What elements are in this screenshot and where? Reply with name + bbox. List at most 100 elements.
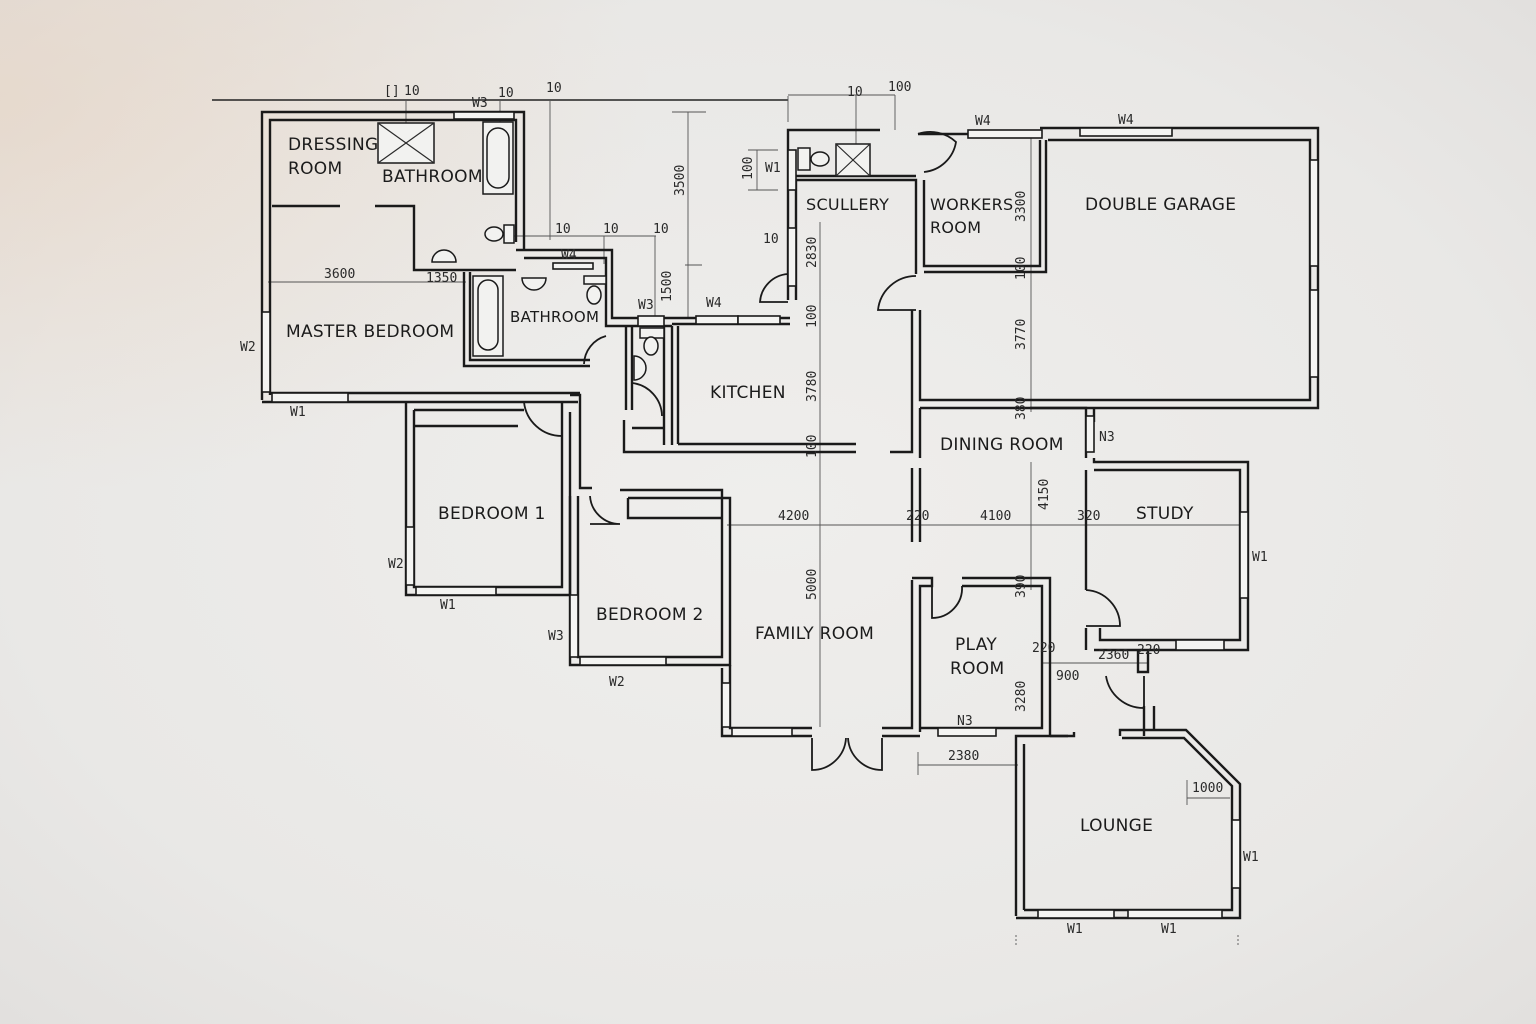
door-corridor: [876, 275, 917, 311]
dim-label: 10: [546, 81, 562, 96]
window-dining-side: [1085, 415, 1095, 453]
window-label: W1: [1243, 850, 1259, 865]
room-label-dressing-room: DRESSING: [288, 135, 379, 155]
room-label-lounge: LOUNGE: [1080, 816, 1153, 836]
room-label-study: STUDY: [1136, 504, 1194, 524]
window-workers-top: [967, 129, 1043, 139]
room-label-family-room: FAMILY ROOM: [755, 624, 874, 644]
dim-label: 100: [805, 435, 820, 458]
window-label: W1: [1252, 550, 1268, 565]
window-label: W1: [1161, 922, 1177, 937]
dim-label: 3770: [1014, 319, 1029, 350]
door-family-left: [811, 737, 847, 771]
window-label: W1: [1067, 922, 1083, 937]
room-label-bedroom-2: BEDROOM 2: [596, 605, 704, 625]
toilet-cistern-icon: [503, 224, 515, 244]
windows: [261, 111, 1319, 919]
window-bedroom2-front: [579, 656, 667, 666]
dim-label: 10: [404, 84, 420, 99]
door-wc: [631, 382, 663, 417]
doors: [523, 131, 1145, 771]
window-label: W4: [561, 248, 577, 263]
dim-label: 3600: [324, 267, 355, 282]
dim-label: 2360: [1098, 648, 1129, 663]
room-label-workers-room-2: ROOM: [930, 218, 981, 237]
room-label-double-garage: DOUBLE GARAGE: [1085, 195, 1236, 215]
window-label: W2: [240, 340, 256, 355]
dim-label: 3780: [805, 371, 820, 402]
dim-label: []: [384, 84, 400, 99]
room-label-master-bedroom: MASTER BEDROOM: [286, 322, 454, 342]
dim-label: 380: [1014, 397, 1029, 420]
window-label: W4: [1118, 113, 1134, 128]
window-scullery-side: [787, 227, 797, 287]
window-label: N3: [957, 714, 973, 729]
dim-label: 220: [1137, 643, 1160, 658]
window-bedroom1-side: [405, 526, 415, 586]
door-lounge: [1105, 675, 1145, 709]
window-label: N3: [1099, 430, 1115, 445]
dim-label: 3280: [1014, 681, 1029, 712]
basin-icon: [633, 355, 647, 381]
toilet-icon: [643, 336, 659, 356]
door-playroom: [931, 585, 963, 619]
dim-label: 100: [741, 157, 756, 180]
basin-icon: [521, 277, 547, 291]
window-garage-side-a: [1309, 159, 1319, 267]
dim-label: 320: [1077, 509, 1100, 524]
window-lounge-side: [1231, 819, 1241, 889]
window-family-front: [731, 727, 793, 737]
dimension-lines: [212, 94, 1245, 945]
window-label: W3: [638, 298, 654, 313]
dim-label: 10: [847, 85, 863, 100]
dim-label: 3300: [1014, 191, 1029, 222]
window-scullery-wc: [787, 149, 797, 191]
window-lounge-front-right: [1127, 909, 1223, 919]
window-label: W3: [548, 629, 564, 644]
window-family-side: [721, 682, 731, 728]
dim-label: 10: [763, 232, 779, 247]
room-label-play-room: PLAY: [955, 635, 997, 655]
room-label-workers-room: WORKERS: [930, 195, 1014, 214]
dim-label: 220: [1032, 641, 1055, 656]
window-kitchen-top-b: [737, 315, 781, 325]
dim-label: 4100: [980, 509, 1011, 524]
window-label: W1: [440, 598, 456, 613]
dim-label: 1350: [426, 271, 457, 286]
window-garage-top: [1079, 127, 1173, 137]
door-family-right: [847, 737, 883, 771]
window-label: W1: [765, 161, 781, 176]
dimension-labels: [] 10 10 10 10 10 10 10 10 100 100 3500 …: [324, 80, 1223, 796]
room-label-play-room-2: ROOM: [950, 659, 1004, 679]
dim-label: 1500: [660, 271, 675, 302]
window-wc: [637, 315, 665, 327]
room-label-bedroom-1: BEDROOM 1: [438, 504, 546, 524]
toilet-cistern-icon: [583, 275, 607, 285]
dim-label: 10: [498, 86, 514, 101]
dim-label: 100: [1014, 257, 1029, 280]
window-labels: W2 W1 W3 W4 W3 W4 W1 W4 W4 N3 W2 W1 W3 W…: [240, 96, 1268, 937]
basin-icon: [431, 249, 457, 263]
toilet-icon: [586, 285, 602, 305]
dim-label: 390: [1014, 575, 1029, 598]
door-bedroom1: [523, 401, 563, 437]
dim-label: 5000: [805, 569, 820, 600]
window-bathroom-top: [552, 262, 594, 270]
dim-label: 2380: [948, 749, 979, 764]
dim-label: 4150: [1037, 479, 1052, 510]
window-bedroom2-side: [569, 594, 579, 658]
window-label: W2: [388, 557, 404, 572]
window-master-front: [271, 392, 349, 403]
dim-label: 100: [888, 80, 911, 95]
room-label-dining-room: DINING ROOM: [940, 435, 1064, 455]
dim-label: 10: [653, 222, 669, 237]
window-label: W4: [975, 114, 991, 129]
door-bathroom: [583, 335, 607, 365]
dim-label: 10: [555, 222, 571, 237]
toilet-icon: [484, 226, 504, 242]
window-study-front: [1175, 639, 1225, 651]
window-label: W3: [472, 96, 488, 111]
door-study: [1085, 589, 1121, 627]
